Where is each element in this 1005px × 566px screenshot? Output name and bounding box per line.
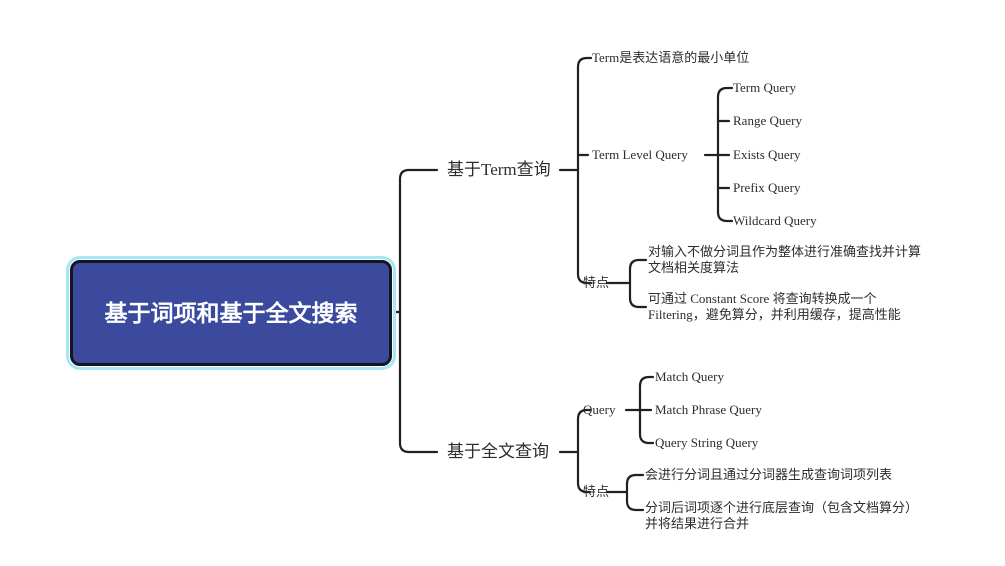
node-fulltext-feature-1[interactable]: 会进行分词且通过分词器生成查询词项列表 [645, 467, 893, 482]
branch-term-query[interactable]: 基于Term查询 [447, 160, 551, 179]
node-term-feature-1[interactable]: 对输入不做分词且作为整体进行准确查找并计算文档相关度算法 [648, 244, 922, 275]
node-term-definition[interactable]: Term是表达语意的最小单位 [592, 50, 750, 65]
node-fulltext-feature-2[interactable]: 分词后词项逐个进行底层查询（包含文档算分）并将结果进行合并 [645, 500, 919, 531]
root-topic[interactable]: 基于词项和基于全文搜索 [70, 260, 392, 366]
node-wildcard-query[interactable]: Wildcard Query [733, 213, 817, 228]
node-match-query[interactable]: Match Query [655, 369, 724, 384]
node-range-query[interactable]: Range Query [733, 113, 802, 128]
node-term-query[interactable]: Term Query [733, 80, 796, 95]
node-term-level-query[interactable]: Term Level Query [592, 147, 688, 162]
connector-term-trunk [576, 56, 593, 285]
node-exists-query[interactable]: Exists Query [733, 147, 801, 162]
branch-fulltext-query[interactable]: 基于全文查询 [447, 442, 549, 461]
node-query[interactable]: Query [583, 402, 616, 417]
connector-fulltext-trunk [576, 408, 592, 494]
connector-tlq-trunk [716, 86, 734, 223]
node-match-phrase-query[interactable]: Match Phrase Query [655, 402, 762, 417]
connector-query-trunk [638, 375, 655, 445]
node-term-features[interactable]: 特点 [583, 275, 610, 290]
node-fulltext-features[interactable]: 特点 [583, 484, 610, 499]
node-term-feature-2[interactable]: 可通过 Constant Score 将查询转换成一个 Filtering，避免… [648, 291, 901, 322]
connector-term-features-trunk [628, 258, 648, 309]
connector-level1-trunk [398, 168, 439, 454]
node-prefix-query[interactable]: Prefix Query [733, 180, 801, 195]
node-query-string-query[interactable]: Query String Query [655, 435, 759, 450]
connector-fulltext-features-trunk [625, 473, 645, 512]
